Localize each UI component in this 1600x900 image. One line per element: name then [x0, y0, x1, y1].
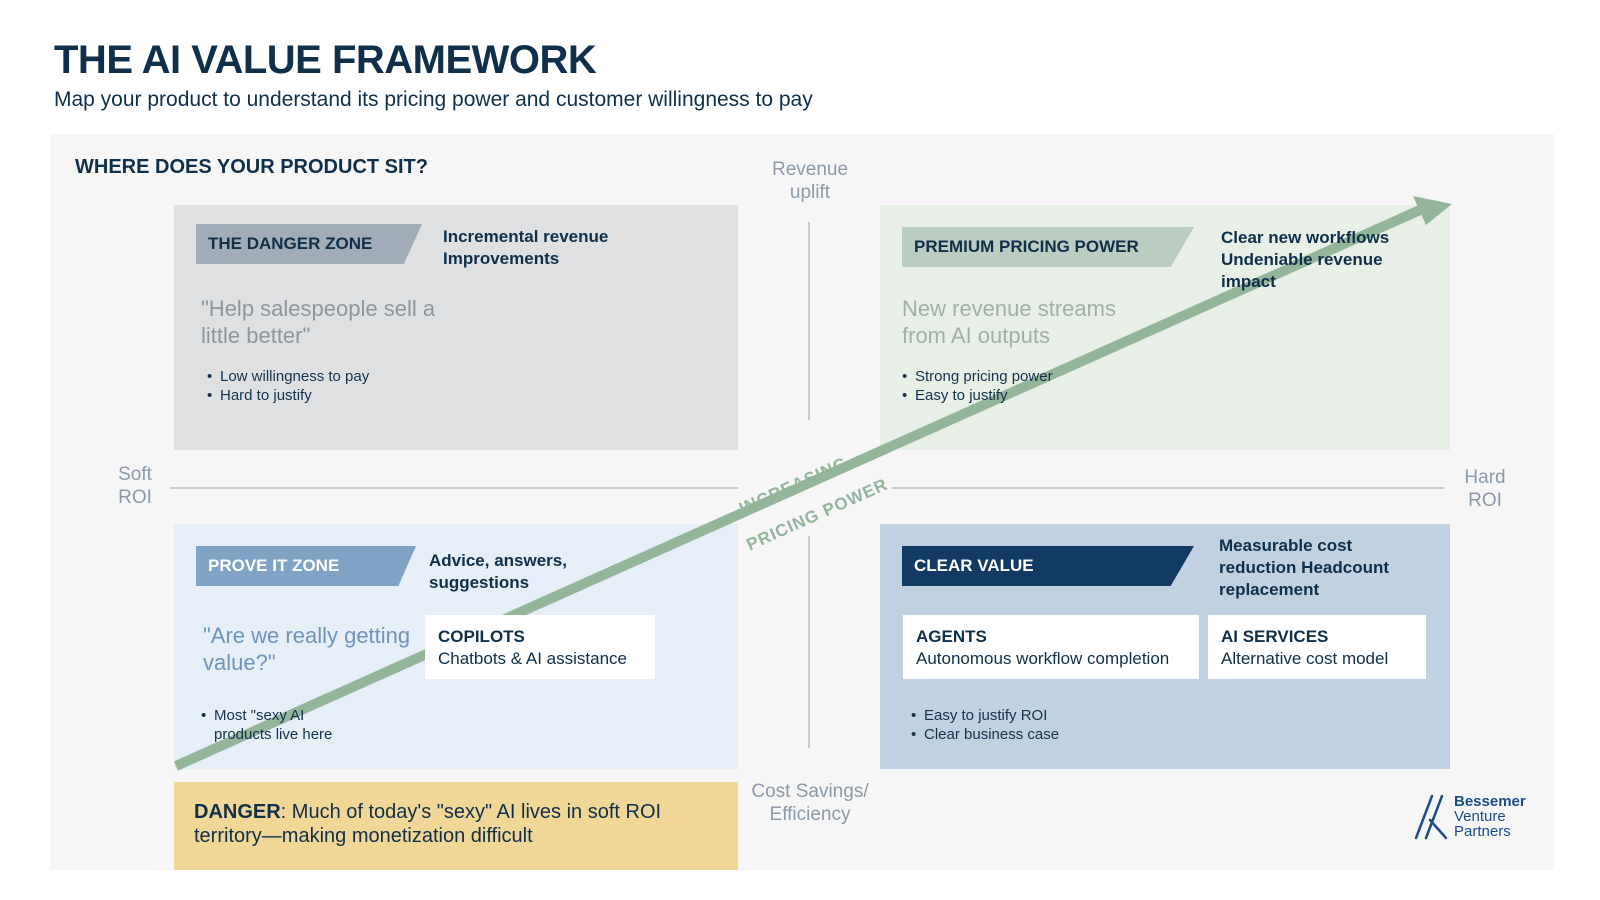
danger-callout-label: DANGER	[194, 801, 281, 823]
bullets-danger-zone: Low willingness to pay Hard to justify	[204, 367, 444, 405]
card-agents: AGENTS Autonomous workflow completion	[903, 615, 1199, 679]
list-item: Hard to justify	[204, 386, 444, 405]
quote-premium-pricing: New revenue streams from AI outputs	[902, 296, 1116, 348]
page-subtitle: Map your product to understand its prici…	[54, 88, 813, 111]
logo-line-3: Partners	[1454, 823, 1511, 840]
tag-premium-pricing: PREMIUM PRICING POWER	[902, 227, 1194, 267]
vertical-axis-top	[808, 222, 810, 420]
logo-wordmark: Bessemer Venture Partners	[1454, 794, 1526, 839]
axis-label-hard-roi: Hard ROI	[1464, 467, 1506, 511]
card-subtitle: Autonomous workflow completion	[916, 649, 1170, 668]
quote-danger-zone: "Help salespeople sell a little better"	[201, 296, 436, 348]
note-premium-pricing: Clear new workflows Undeniable revenue i…	[1221, 228, 1390, 291]
card-ai-services: AI SERVICES Alternative cost model	[1208, 615, 1426, 679]
bullets-prove-it-zone: Most "sexy AI products live here	[198, 706, 358, 744]
danger-callout-text: : Much of today's "sexy" AI lives in sof…	[194, 801, 662, 847]
note-danger-zone: Incremental revenue Improvements	[443, 227, 609, 268]
list-item: Clear business case	[908, 725, 1148, 744]
axis-label-cost-savings: Cost Savings/ Efficiency	[751, 781, 869, 825]
card-subtitle: Alternative cost model	[1221, 649, 1389, 668]
tag-clear-value: CLEAR VALUE	[902, 546, 1194, 586]
horizontal-axis-right	[892, 487, 1444, 489]
bullets-clear-value: Easy to justify ROI Clear business case	[908, 706, 1148, 744]
vertical-axis-bottom	[808, 536, 810, 748]
list-item: Low willingness to pay	[204, 367, 444, 386]
axis-label-soft-roi: Soft ROI	[118, 464, 152, 508]
list-item: Strong pricing power	[899, 367, 1139, 386]
card-subtitle: Chatbots & AI assistance	[438, 649, 627, 668]
danger-callout: DANGER: Much of today's "sexy" AI lives …	[174, 782, 738, 870]
list-item: Easy to justify ROI	[908, 706, 1148, 725]
logo-line-1: Bessemer	[1454, 793, 1526, 810]
quote-prove-it-zone: "Are we really getting value?"	[203, 623, 411, 675]
tag-prove-it-zone: PROVE IT ZONE	[196, 546, 416, 586]
bullets-premium-pricing: Strong pricing power Easy to justify	[899, 367, 1139, 405]
card-title: COPILOTS	[438, 627, 525, 646]
tag-danger-zone: THE DANGER ZONE	[196, 224, 422, 264]
list-item: Easy to justify	[899, 386, 1139, 405]
card-copilots: COPILOTS Chatbots & AI assistance	[425, 615, 655, 679]
card-title: AI SERVICES	[1221, 627, 1329, 646]
bessemer-logo-icon	[1414, 794, 1448, 840]
note-prove-it-zone: Advice, answers, suggestions	[429, 551, 567, 592]
panel-heading: WHERE DOES YOUR PRODUCT SIT?	[75, 156, 428, 178]
list-item: Most "sexy AI products live here	[198, 706, 358, 744]
logo-line-2: Venture	[1454, 808, 1506, 825]
axis-label-revenue-uplift: Revenue uplift	[771, 159, 849, 203]
card-title: AGENTS	[916, 627, 987, 646]
page-title: THE AI VALUE FRAMEWORK	[54, 38, 597, 82]
horizontal-axis-left	[170, 487, 738, 489]
note-clear-value: Measurable cost reduction Headcount repl…	[1219, 536, 1390, 599]
